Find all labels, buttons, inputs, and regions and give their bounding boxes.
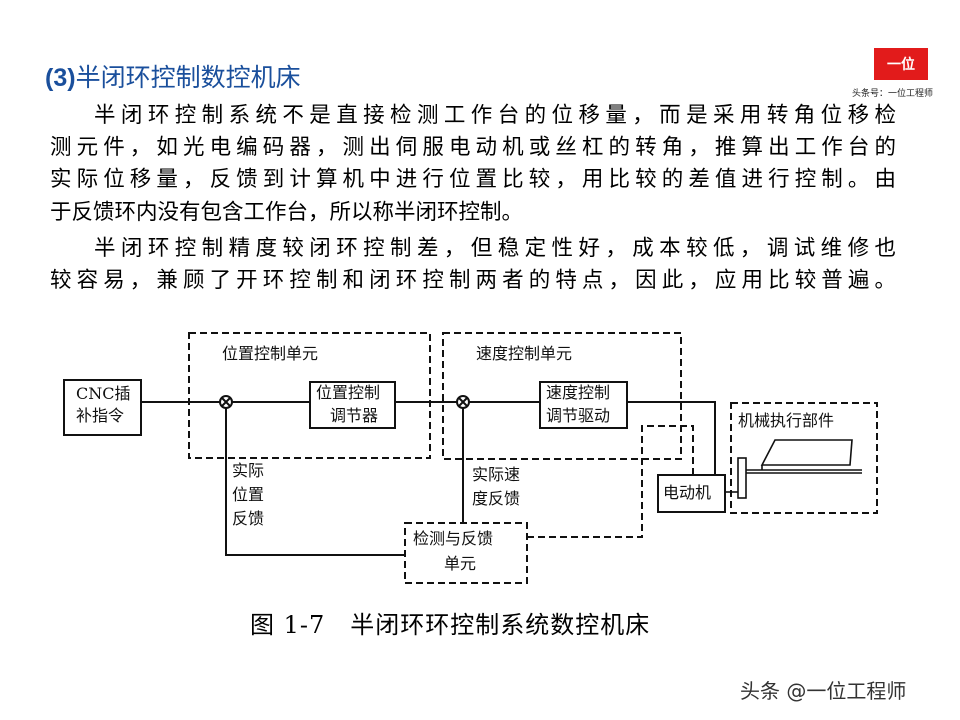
footer-watermark: 头条 @一位工程师 [740,679,907,703]
speed-feedback-label-1: 实际速 [472,465,521,484]
logo-text: 一位 [887,57,915,73]
position-feedback-label-2: 位置 [232,485,265,504]
position-controller-label-2: 调节器 [330,406,379,425]
speed-controller-label-2: 调节驱动 [546,406,611,425]
paragraph-line: 半闭环控制系统不是直接检测工作台的位移量，而是采用转角位移检 [94,103,896,128]
speed-feedback-label-2: 度反馈 [472,489,521,508]
speed-unit-label: 速度控制单元 [476,344,573,363]
slide-title: (3)半闭环控制数控机床 [45,58,301,94]
worktable-icon [725,439,862,499]
brand-logo: 一位 [874,48,928,80]
motor-label: 电动机 [663,483,712,502]
cnc-box [63,379,142,436]
cnc-label-1: CNC插 [76,384,131,403]
summing-junction-2 [456,395,470,409]
paragraph-line: 半闭环控制精度较闭环控制差，但稳定性好，成本较低，调试维修也 [94,236,896,261]
signal-line [627,401,716,475]
motor-box [657,474,726,513]
title-number: (3) [45,64,76,92]
position-unit-frame [188,332,431,459]
position-controller-label-1: 位置控制 [316,383,381,402]
position-feedback-label-3: 反馈 [232,509,265,528]
detect-label-1: 检测与反馈 [413,529,494,548]
paragraph-line: 于反馈环内没有包含工作台，所以称半闭环控制。 [50,200,524,225]
paragraph-line: 实际位移量，反馈到计算机中进行位置比较，用比较的差值进行控制。由 [50,167,896,192]
cnc-label-2: 补指令 [76,406,125,425]
mechanical-frame [730,402,878,514]
detect-label-2: 单元 [444,554,477,573]
position-controller-box [309,381,396,429]
logo-subtitle: 头条号：一位工程师 [852,89,934,99]
title-text: 半闭环控制数控机床 [75,63,301,92]
mechanical-label: 机械执行部件 [738,411,835,430]
summing-junction-1 [219,395,233,409]
position-feedback-line [225,408,405,556]
figure-caption: 图 1-7 半闭环环控制系统数控机床 [250,611,651,639]
position-feedback-label-1: 实际 [232,461,265,480]
paragraph-line: 测元件，如光电编码器，测出伺服电动机或丝杠的转角，推算出工作台的 [50,135,896,160]
position-unit-label: 位置控制单元 [222,344,319,363]
speed-controller-label-1: 速度控制 [546,383,611,402]
detect-unit-frame [404,522,528,584]
speed-controller-box [539,381,628,429]
paragraph-line: 较容易，兼顾了开环控制和闭环控制两者的特点，因此，应用比较普遍。 [50,268,896,293]
speed-unit-frame [442,332,682,460]
encoder-link [527,425,694,538]
